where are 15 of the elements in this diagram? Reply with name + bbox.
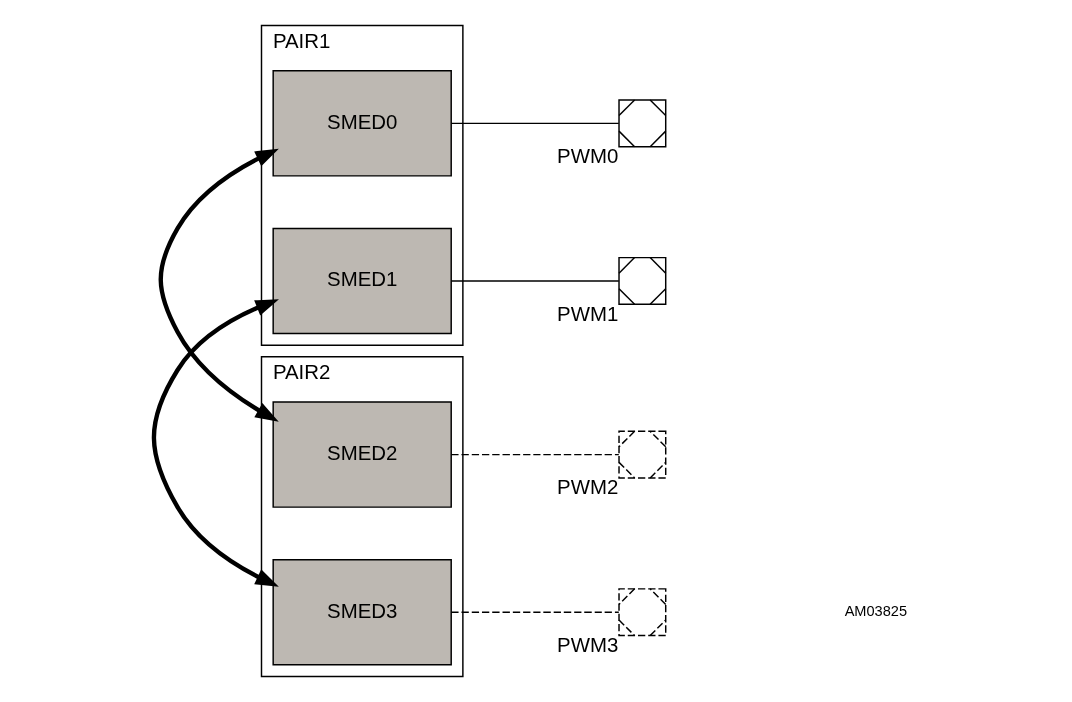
label: AM03825 [844,602,908,619]
node-label: PWM0 [557,145,619,168]
node-label: PWM1 [557,302,619,325]
arrow [158,148,279,422]
node-box: SMED1 [272,227,452,335]
connector [450,122,620,125]
node-box: SMED3 [272,558,452,666]
node-box: SMED2 [272,401,452,508]
node-box: SMED0 [272,70,452,177]
connector [450,280,620,282]
node-label: PWM2 [557,476,619,499]
connector [450,453,620,456]
node-label: PWM3 [557,633,619,656]
arrow [151,299,279,587]
connector [450,611,620,613]
